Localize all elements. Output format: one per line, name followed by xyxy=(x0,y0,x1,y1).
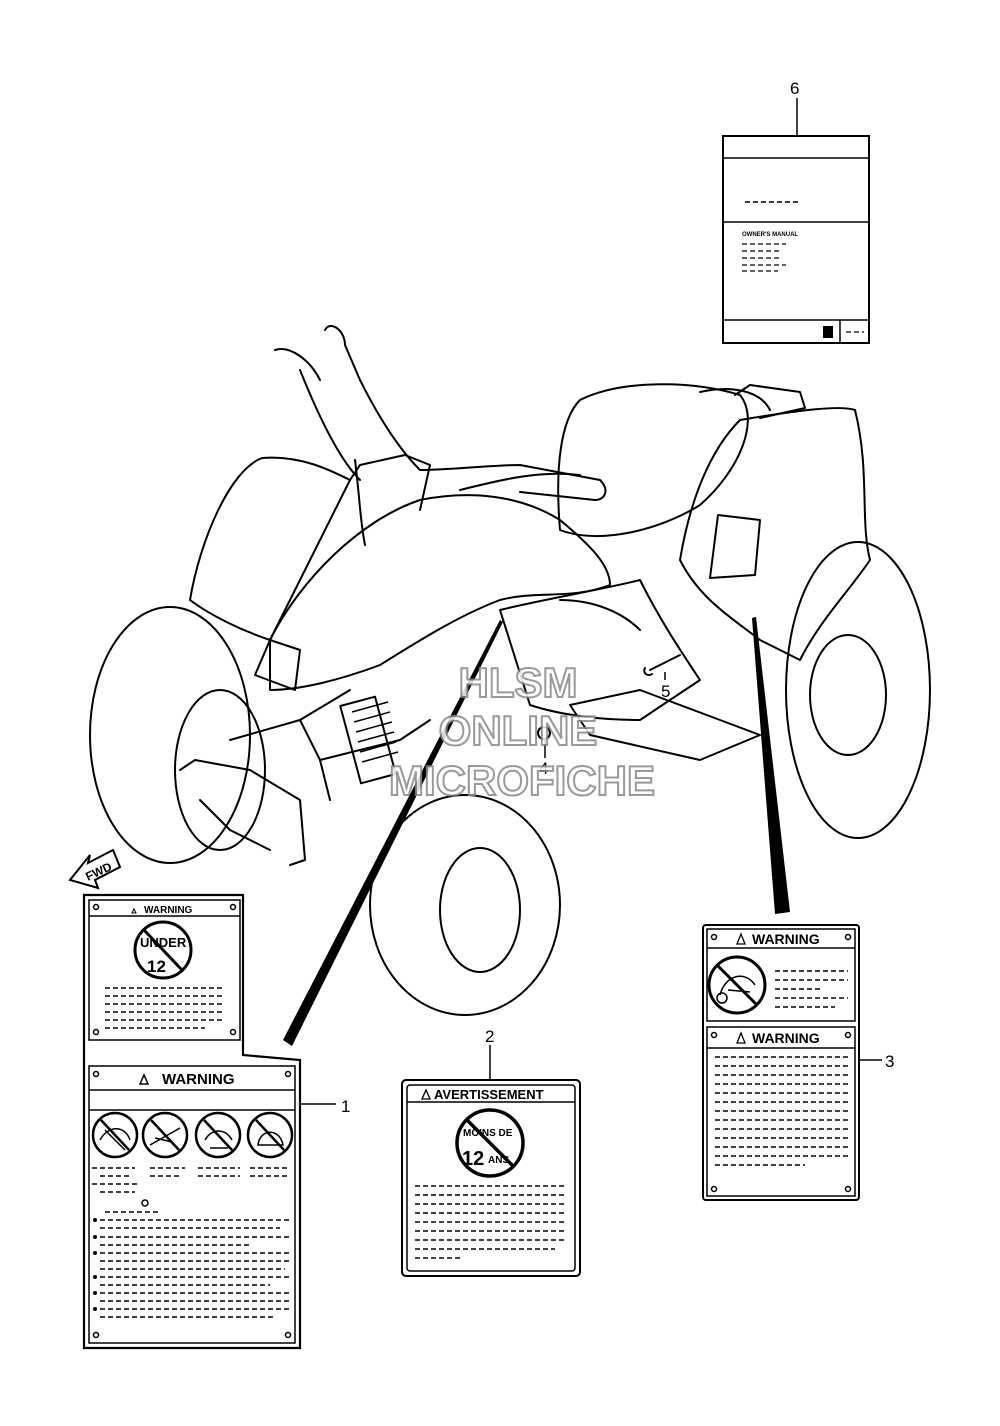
label3-top-header: WARNING xyxy=(752,931,820,947)
warning-triangle-icon xyxy=(420,1088,432,1100)
fwd-arrow-icon: FWD xyxy=(68,848,122,890)
warning-triangle-icon xyxy=(736,1031,746,1044)
label2-icon-line2: ANS xyxy=(488,1155,509,1166)
atv-illustration xyxy=(89,325,931,1016)
callout-1: 1 xyxy=(341,1097,350,1116)
avertissement-label-2: AVERTISSEMENT MOINS DE 12 ANS xyxy=(401,1045,581,1277)
no-helmet-icon xyxy=(246,1111,294,1159)
prohibition-icon: UNDER 12 xyxy=(133,920,193,980)
warning-triangle-icon xyxy=(131,907,137,914)
callout-6: 6 xyxy=(790,79,799,98)
label1-under-text: UNDER xyxy=(140,935,187,950)
label2-icon-line1: MOINS DE xyxy=(463,1128,513,1139)
no-paved-road-icon xyxy=(141,1111,189,1159)
label1-main-header: WARNING xyxy=(162,1071,235,1088)
warning-triangle-icon xyxy=(138,1073,150,1085)
label1-top-header: WARNING xyxy=(144,905,193,916)
label2-icon-num: 12 xyxy=(462,1148,484,1170)
warning-triangle-icon xyxy=(736,932,746,945)
label3-bottom-header: WARNING xyxy=(752,1030,820,1046)
label1-age-text: 12 xyxy=(147,957,166,976)
callout-5: 5 xyxy=(661,682,670,701)
watermark: HLSM ONLINE MICROFICHE xyxy=(388,658,656,805)
leader-label-1 xyxy=(283,620,503,1046)
watermark-line2: ONLINE xyxy=(439,707,598,754)
watermark-line3: MICROFICHE xyxy=(389,757,655,804)
no-rider-icon xyxy=(707,955,767,1015)
manual-title: OWNER'S MANUAL xyxy=(742,232,798,238)
no-alcohol-icon xyxy=(194,1111,242,1159)
callout-3: 3 xyxy=(885,1052,894,1071)
watermark-line1: HLSM xyxy=(459,659,578,706)
prohibition-icon: MOINS DE 12 ANS xyxy=(455,1108,525,1178)
callout-4: 4 xyxy=(539,759,548,778)
warning-label-1: WARNING UNDER 12 WARNING xyxy=(82,893,302,1350)
owners-manual-part: OWNER'S MANUAL xyxy=(722,98,870,344)
label2-header: AVERTISSEMENT xyxy=(434,1087,544,1102)
leader-label-3 xyxy=(752,617,790,914)
bullet-list xyxy=(93,1218,290,1318)
suzuki-logo-icon xyxy=(823,326,833,338)
callout-2: 2 xyxy=(485,1027,494,1046)
warning-label-3: WARNING WARNING xyxy=(702,924,860,1201)
no-passenger-icon xyxy=(91,1111,139,1159)
